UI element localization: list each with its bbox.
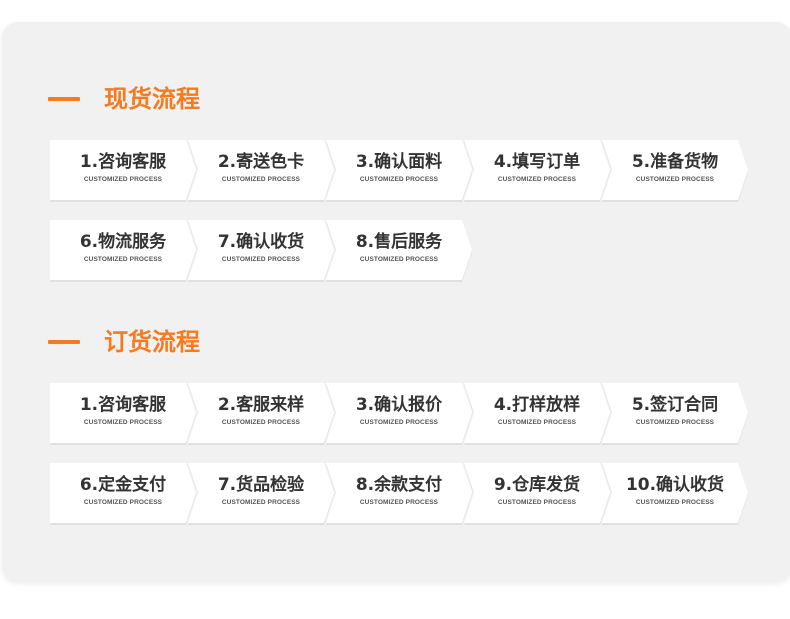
step-label: 1.咨询客服: [79, 152, 167, 172]
process-step: 8.余款支付 CUSTOMIZED PROCESS: [326, 463, 472, 523]
section-title: 现货流程: [104, 85, 200, 113]
step-subtitle: CUSTOMIZED PROCESS: [359, 256, 439, 263]
process-step: 10.确认收货 CUSTOMIZED PROCESS: [602, 463, 748, 523]
step-subtitle: CUSTOMIZED PROCESS: [635, 176, 715, 183]
process-step: 2.客服来样 CUSTOMIZED PROCESS: [188, 383, 334, 443]
step-label: 6.物流服务: [79, 232, 167, 252]
process-row: 1.咨询客服 CUSTOMIZED PROCESS 2.寄送色卡 CUSTOMIZED…: [50, 140, 748, 202]
process-step: 6.物流服务 CUSTOMIZED PROCESS: [50, 220, 196, 280]
process-step: 1.咨询客服 CUSTOMIZED PROCESS: [50, 383, 196, 443]
step-label: 2.寄送色卡: [217, 152, 305, 172]
step-label: 2.客服来样: [217, 395, 305, 415]
title-dash-decoration: [48, 97, 80, 101]
process-row: 6.物流服务 CUSTOMIZED PROCESS 7.确认收货 CUSTOMIZED…: [50, 220, 472, 282]
section-header: 现货流程: [0, 84, 400, 114]
process-step: 2.寄送色卡 CUSTOMIZED PROCESS: [188, 140, 334, 200]
step-subtitle: CUSTOMIZED PROCESS: [221, 419, 301, 426]
process-step: 8.售后服务 CUSTOMIZED PROCESS: [326, 220, 472, 280]
step-subtitle: CUSTOMIZED PROCESS: [359, 499, 439, 506]
step-label: 3.确认面料: [355, 152, 443, 172]
section-header: 订货流程: [0, 327, 400, 357]
process-step: 5.准备货物 CUSTOMIZED PROCESS: [602, 140, 748, 200]
process-row: 6.定金支付 CUSTOMIZED PROCESS 7.货品检验 CUSTOMIZED…: [50, 463, 748, 525]
step-subtitle: CUSTOMIZED PROCESS: [83, 419, 163, 426]
step-label: 5.签订合同: [631, 395, 719, 415]
step-label: 5.准备货物: [631, 152, 719, 172]
step-label: 8.售后服务: [355, 232, 443, 252]
step-subtitle: CUSTOMIZED PROCESS: [83, 176, 163, 183]
step-subtitle: CUSTOMIZED PROCESS: [635, 419, 715, 426]
process-step: 7.确认收货 CUSTOMIZED PROCESS: [188, 220, 334, 280]
step-subtitle: CUSTOMIZED PROCESS: [221, 176, 301, 183]
section-title: 订货流程: [104, 328, 200, 356]
step-subtitle: CUSTOMIZED PROCESS: [497, 419, 577, 426]
step-label: 9.仓库发货: [493, 475, 581, 495]
step-label: 4.填写订单: [493, 152, 581, 172]
process-step: 1.咨询客服 CUSTOMIZED PROCESS: [50, 140, 196, 200]
step-subtitle: CUSTOMIZED PROCESS: [497, 499, 577, 506]
step-label: 10.确认收货: [625, 475, 725, 495]
step-label: 7.货品检验: [217, 475, 305, 495]
step-subtitle: CUSTOMIZED PROCESS: [83, 256, 163, 263]
step-subtitle: CUSTOMIZED PROCESS: [635, 499, 715, 506]
step-subtitle: CUSTOMIZED PROCESS: [221, 256, 301, 263]
step-subtitle: CUSTOMIZED PROCESS: [221, 499, 301, 506]
process-step: 3.确认报价 CUSTOMIZED PROCESS: [326, 383, 472, 443]
process-step: 6.定金支付 CUSTOMIZED PROCESS: [50, 463, 196, 523]
step-label: 8.余款支付: [355, 475, 443, 495]
step-label: 3.确认报价: [355, 395, 443, 415]
step-subtitle: CUSTOMIZED PROCESS: [83, 499, 163, 506]
process-step: 7.货品检验 CUSTOMIZED PROCESS: [188, 463, 334, 523]
process-step: 9.仓库发货 CUSTOMIZED PROCESS: [464, 463, 610, 523]
step-subtitle: CUSTOMIZED PROCESS: [359, 419, 439, 426]
step-label: 1.咨询客服: [79, 395, 167, 415]
step-label: 6.定金支付: [79, 475, 167, 495]
step-subtitle: CUSTOMIZED PROCESS: [359, 176, 439, 183]
title-dash-decoration: [48, 340, 80, 344]
step-label: 4.打样放样: [493, 395, 581, 415]
step-subtitle: CUSTOMIZED PROCESS: [497, 176, 577, 183]
process-step: 4.打样放样 CUSTOMIZED PROCESS: [464, 383, 610, 443]
process-row: 1.咨询客服 CUSTOMIZED PROCESS 2.客服来样 CUSTOMIZED…: [50, 383, 748, 445]
process-step: 3.确认面料 CUSTOMIZED PROCESS: [326, 140, 472, 200]
step-label: 7.确认收货: [217, 232, 305, 252]
process-step: 5.签订合同 CUSTOMIZED PROCESS: [602, 383, 748, 443]
process-step: 4.填写订单 CUSTOMIZED PROCESS: [464, 140, 610, 200]
